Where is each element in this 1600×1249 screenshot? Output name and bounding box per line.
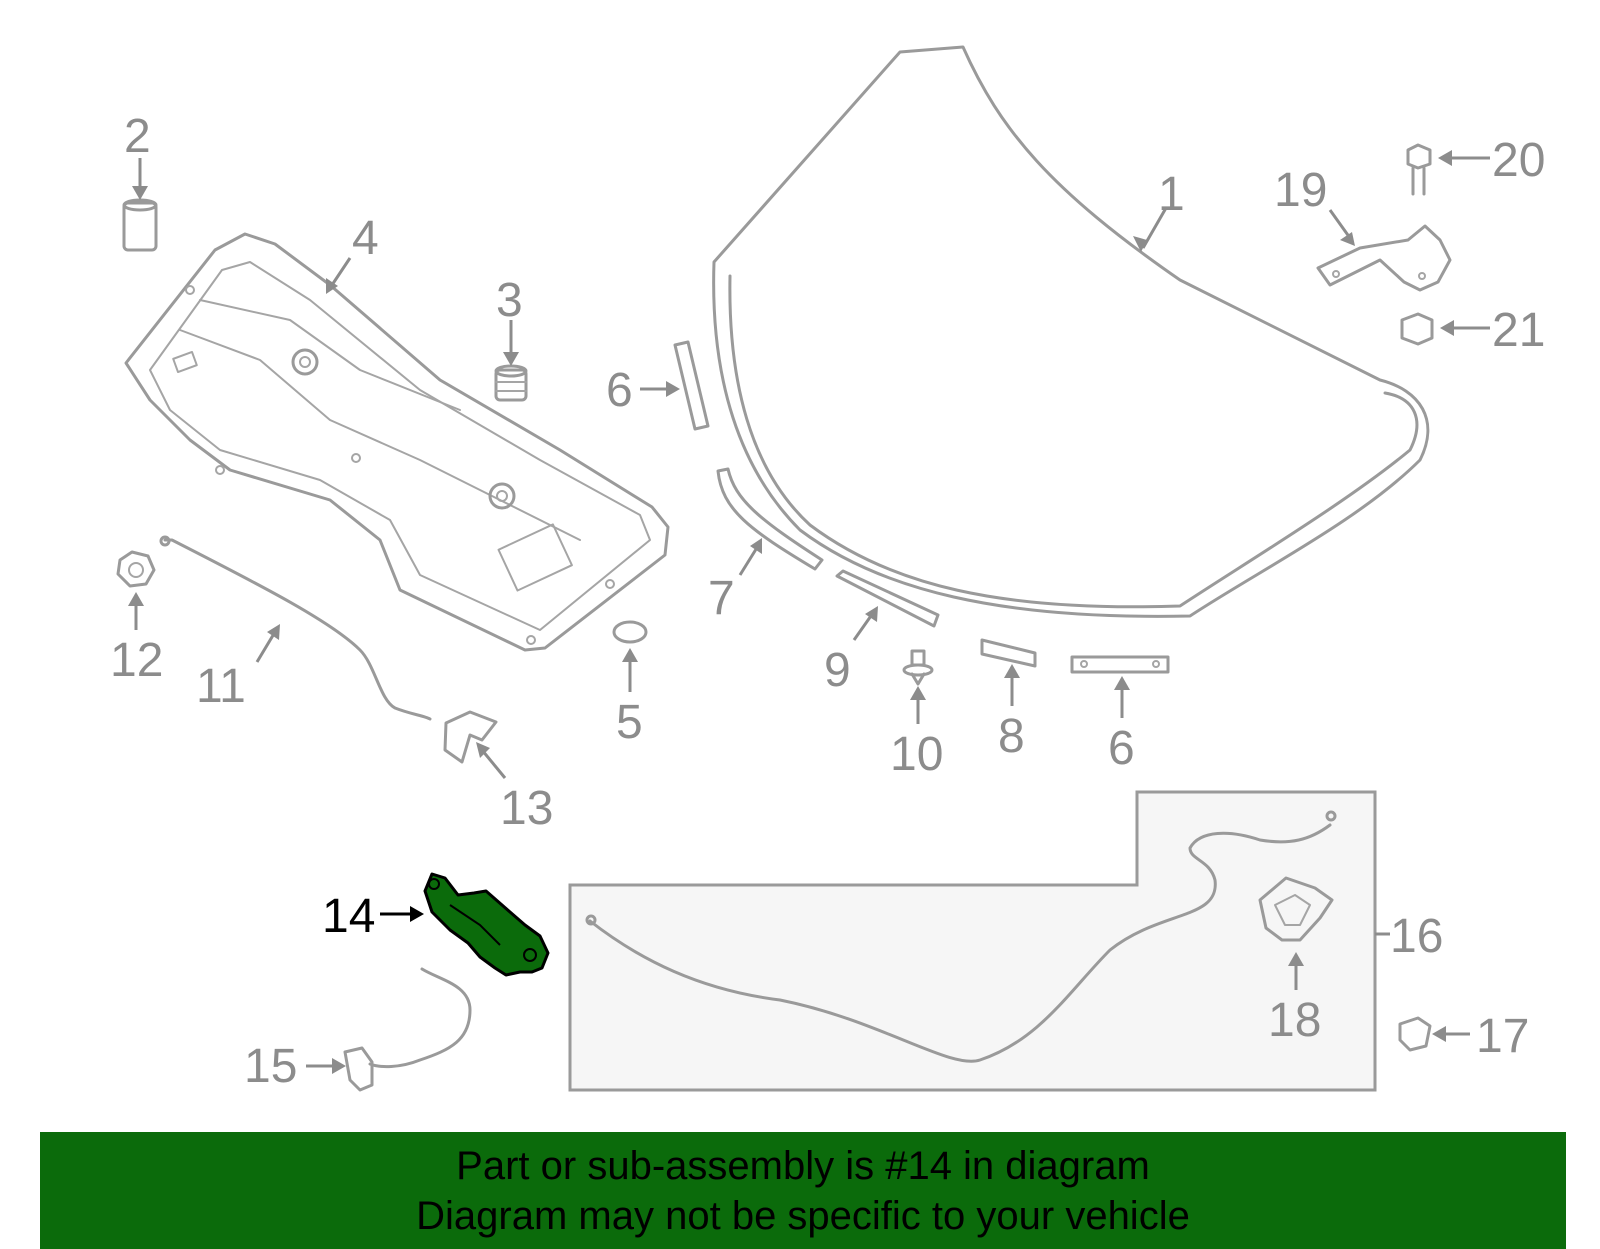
leader-lines [128,150,1490,1074]
callout-14: 14 [322,890,375,943]
part-5-grommet[interactable] [612,620,648,644]
part-21-nut[interactable] [1400,312,1434,346]
part-3-bumper[interactable] [494,364,528,402]
part-14-latch-highlighted[interactable] [423,872,550,977]
part-18-release-handle[interactable] [1258,876,1334,942]
callout-13: 13 [500,782,553,835]
callout-19: 19 [1274,164,1327,217]
part-9-strip[interactable] [835,569,940,628]
callout-2: 2 [124,110,151,163]
callout-6-lower: 6 [1108,722,1135,775]
part-2-bumper[interactable] [122,198,158,252]
callout-11: 11 [196,660,246,713]
callout-1: 1 [1158,168,1185,221]
part-8-pad[interactable] [980,638,1037,668]
part-15-cable[interactable] [343,967,472,1092]
callout-16: 16 [1390,910,1443,963]
part-1-hood[interactable] [712,45,1430,618]
part-6-seal-left[interactable] [673,340,710,431]
part-19-hinge[interactable] [1316,224,1452,292]
callout-6-left: 6 [606,364,633,417]
part-4-insulator[interactable] [124,232,670,652]
part-6-seal-lower[interactable] [1070,655,1170,674]
part-17-clip[interactable] [1398,1016,1432,1052]
part-10-clip[interactable] [902,649,934,686]
callout-10: 10 [890,728,943,781]
part-20-bolt[interactable] [1406,143,1432,196]
callout-labels: 1 2 3 4 5 6 6 7 8 9 10 11 12 13 14 15 16… [110,110,1545,1093]
banner-line-part-number: Part or sub-assembly is #14 in diagram [456,1143,1150,1188]
callout-8: 8 [998,710,1025,763]
callout-9: 9 [824,644,851,697]
callout-17: 17 [1476,1010,1529,1063]
part-7-seal[interactable] [716,467,824,571]
banner-line-disclaimer: Diagram may not be specific to your vehi… [416,1193,1190,1238]
part-12-nut[interactable] [116,550,156,588]
callout-12: 12 [110,634,163,687]
part-11-support-rod[interactable] [159,535,432,721]
callout-7: 7 [708,572,735,625]
part-16-cable-assembly[interactable] [568,790,1390,1092]
callout-20: 20 [1492,134,1545,187]
part-13-clip[interactable] [443,710,498,764]
callout-5: 5 [616,696,643,749]
callout-18: 18 [1268,994,1321,1047]
info-banner: Part or sub-assembly is #14 in diagram D… [40,1132,1566,1249]
callout-4: 4 [352,212,379,265]
callout-3: 3 [496,274,523,327]
callout-15: 15 [244,1040,297,1093]
callout-21: 21 [1492,304,1545,357]
